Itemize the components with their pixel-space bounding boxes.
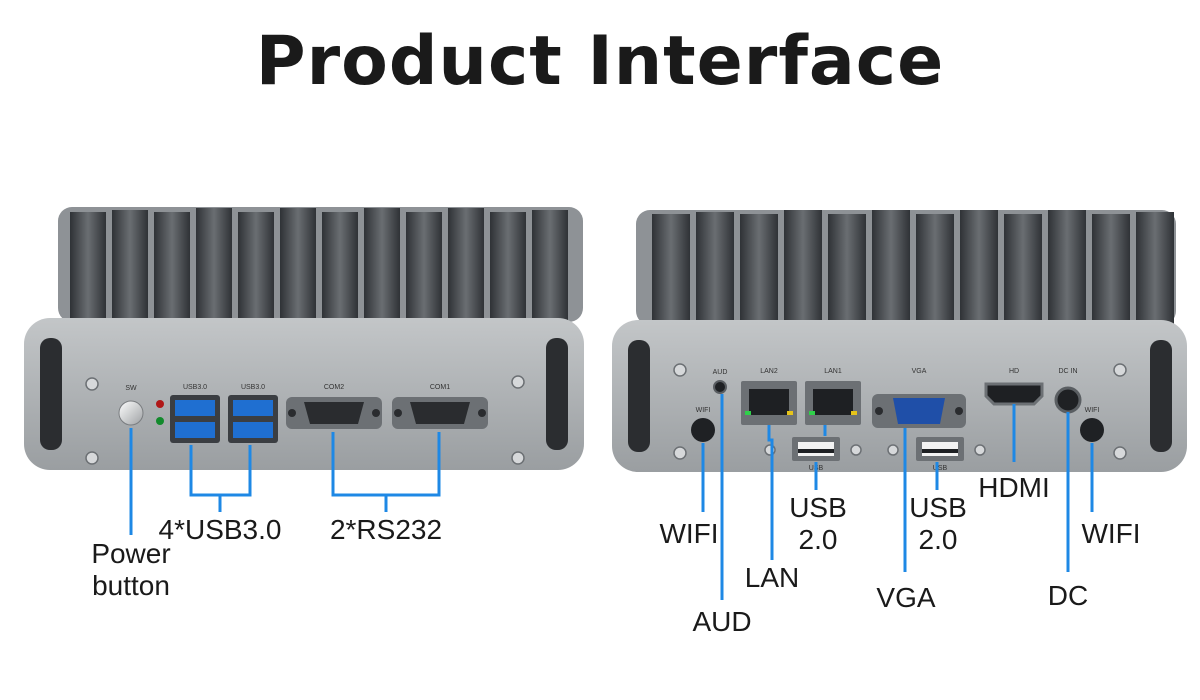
power-button-icon xyxy=(118,400,144,426)
label-com1: COM1 xyxy=(430,384,450,391)
callout-aud: AUD xyxy=(692,606,752,637)
label-sw: SW xyxy=(125,385,137,392)
rear-device: AUD WIFI LAN2 LAN1 USB VGA USB HD DC IN … xyxy=(612,210,1187,472)
callout-usb2-right: USB 2.0 xyxy=(909,492,967,555)
hdmi-port-icon xyxy=(984,382,1044,406)
usb2-port-left-icon xyxy=(792,437,840,461)
com1-port-icon xyxy=(392,397,488,429)
label-com2: COM2 xyxy=(324,384,344,391)
callout-lan: LAN xyxy=(744,562,800,593)
label-aud: AUD xyxy=(713,369,728,376)
front-device: SW USB3.0 USB3.0 COM2 COM1 xyxy=(24,207,584,470)
label-lan1: LAN1 xyxy=(824,368,842,375)
wifi-antenna-right-icon xyxy=(1080,418,1104,442)
rear-screws xyxy=(673,363,1127,460)
label-usb3-a: USB3.0 xyxy=(183,384,207,391)
callout-wifi-right: WIFI xyxy=(1081,518,1141,549)
lan1-port-icon xyxy=(805,381,861,425)
front-side-vent-left xyxy=(40,338,62,450)
label-hd: HD xyxy=(1009,368,1019,375)
label-wifi-left: WIFI xyxy=(696,407,711,414)
callout-vga: VGA xyxy=(876,582,936,613)
page-title: Product Interface xyxy=(255,22,945,101)
dc-in-jack-icon xyxy=(1054,386,1082,414)
label-vga: VGA xyxy=(912,368,927,375)
usb3-port-block-a xyxy=(170,395,220,443)
wifi-antenna-left-icon xyxy=(691,418,715,442)
callout-dc: DC xyxy=(1047,580,1089,611)
usb3-port-block-b xyxy=(228,395,278,443)
vga-port-icon xyxy=(872,394,966,428)
front-screws xyxy=(85,375,525,465)
audio-jack-icon xyxy=(713,380,727,394)
label-usb3-b: USB3.0 xyxy=(241,384,265,391)
front-side-vent-right xyxy=(546,338,568,450)
com2-port-icon xyxy=(286,397,382,429)
lan2-port-icon xyxy=(741,381,797,425)
callout-usb2-left: USB 2.0 xyxy=(789,492,847,555)
front-panel xyxy=(24,318,584,470)
front-callout-lines xyxy=(129,428,441,535)
power-led-red xyxy=(156,400,164,408)
callout-usb3: 4*USB3.0 xyxy=(158,514,282,545)
callout-wifi-left: WIFI xyxy=(659,518,719,549)
label-usb-right: USB xyxy=(933,465,948,472)
callout-power-button: Power button xyxy=(66,538,196,602)
callout-rs232: 2*RS232 xyxy=(329,514,443,545)
label-lan2: LAN2 xyxy=(760,368,778,375)
rear-side-vent-left xyxy=(628,340,650,452)
rear-callout-lines xyxy=(701,394,1094,600)
rear-side-vent-right xyxy=(1150,340,1172,452)
callout-power-line1: Power button xyxy=(91,538,171,601)
callout-hdmi: HDMI xyxy=(978,472,1050,503)
usb2-port-right-icon xyxy=(916,437,964,461)
power-led-green xyxy=(156,417,164,425)
label-dc-in: DC IN xyxy=(1058,368,1077,375)
label-wifi-right: WIFI xyxy=(1085,407,1100,414)
